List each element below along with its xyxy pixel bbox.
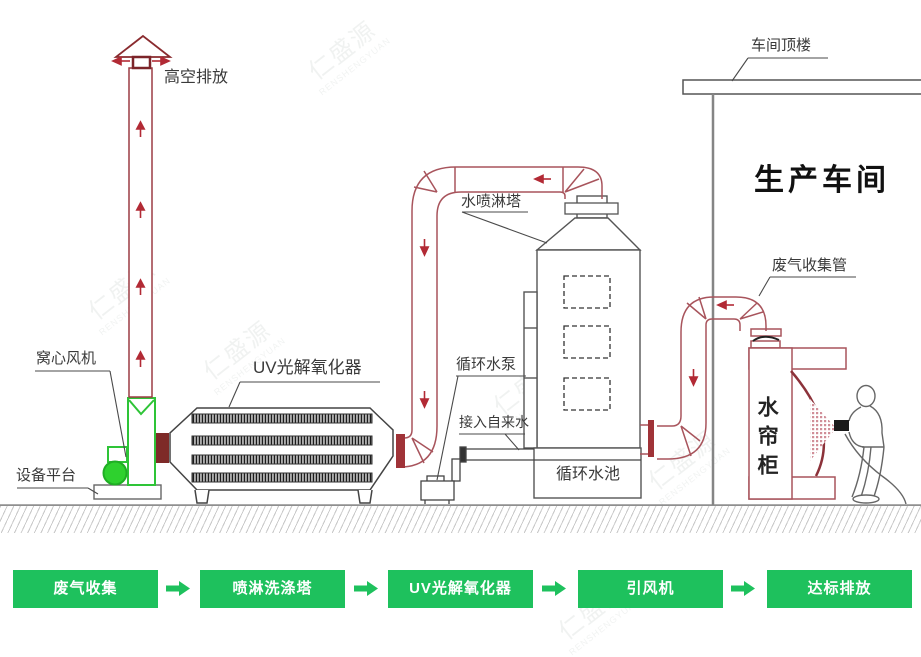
label-waste-gas-pipe: 废气收集管	[772, 257, 848, 274]
label-tap-water: 接入自来水	[459, 414, 529, 430]
water-curtain-cabinet	[748, 347, 847, 500]
flow-step-spray-scrub-tower: 喷淋洗涤塔	[200, 570, 345, 608]
fan-and-stack	[93, 34, 173, 500]
spray-gun	[834, 420, 849, 431]
ground-hatch	[0, 505, 921, 533]
label-water-curtain-cabinet: 水帘柜	[755, 396, 780, 483]
waste-gas-collection-duct	[640, 296, 782, 460]
tower-neck-flange	[564, 202, 619, 215]
label-circulating-pump: 循环水泵	[456, 356, 517, 373]
flow-arrow-icon	[731, 581, 755, 596]
label-high-altitude-discharge: 高空排放	[164, 69, 229, 86]
centrifugal-fan	[102, 397, 156, 486]
flow-arrow-icon	[354, 581, 378, 596]
label-spray-tower: 水喷淋塔	[461, 193, 522, 210]
circulating-pump	[420, 446, 641, 504]
label-water-pool: 循环水池	[556, 466, 621, 483]
tower-inlet-flange	[648, 420, 654, 457]
label-uv-oxidizer: UV光解氧化器	[253, 358, 362, 377]
workshop-structure	[682, 79, 921, 505]
stack-cap	[113, 34, 173, 58]
label-equipment-platform: 设备平台	[16, 467, 77, 484]
leader-lines	[17, 57, 856, 495]
flow-arrow-icon	[542, 581, 566, 596]
label-centrifugal-fan: 窝心风机	[36, 350, 97, 367]
tower-windows	[563, 275, 611, 411]
flow-step-compliant-discharge: 达标排放	[767, 570, 912, 608]
uv-right-flange	[396, 434, 405, 468]
uv-oxidizer	[169, 407, 394, 504]
label-workshop-roof: 车间顶楼	[751, 37, 812, 54]
flow-arrow-icon	[166, 581, 190, 596]
exhaust-stack	[128, 67, 153, 398]
flow-step-induced-fan: 引风机	[578, 570, 723, 608]
flow-direction-arrows	[111, 56, 734, 409]
worker-figure	[834, 384, 907, 505]
label-production-workshop: 生产车间	[754, 164, 890, 197]
tower-to-uv-duct	[399, 166, 603, 468]
circulating-water-pool	[533, 447, 642, 499]
spray-cone	[810, 399, 836, 461]
flow-step-waste-gas-collection: 废气收集	[13, 570, 158, 608]
diagram-canvas	[0, 34, 921, 506]
spray-tower	[523, 195, 642, 499]
flow-step-uv-oxidizer: UV光解氧化器	[388, 570, 533, 608]
uv-left-flange	[156, 433, 169, 463]
equipment-platform	[93, 484, 162, 500]
